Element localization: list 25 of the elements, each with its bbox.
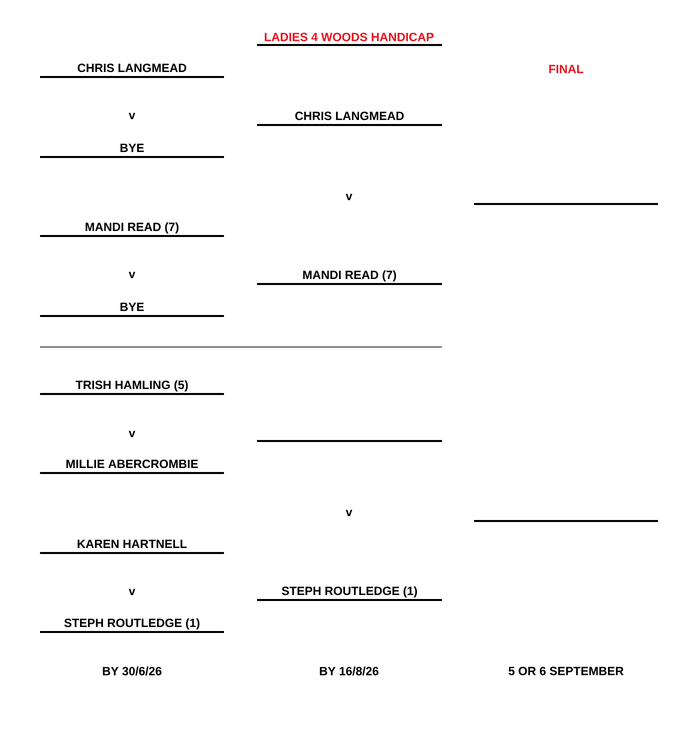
player-slot: STEPH ROUTLEDGE (1) (257, 586, 442, 601)
player-slot: KAREN HARTNELL (40, 540, 224, 554)
player-slot: CHRIS LANGMEAD (257, 112, 442, 126)
player-slot: BYE (40, 302, 224, 317)
bracket-line (474, 203, 658, 205)
player-slot: BYE (40, 144, 224, 158)
deadline-label: BY 16/8/26 (320, 666, 378, 676)
player-slot: MANDI READ (7) (257, 270, 442, 285)
versus-mark: v (128, 272, 136, 278)
versus-mark: v (346, 194, 352, 200)
deadline-label: 5 OR 6 SEPTEMBER (508, 666, 624, 676)
versus-mark: v (346, 510, 352, 516)
player-slot: TRISH HAMLING (5) (40, 380, 224, 395)
versus-mark: v (128, 112, 136, 120)
player-slot: MANDI READ (7) (40, 222, 224, 237)
player-slot: STEPH ROUTLEDGE (1) (40, 618, 224, 633)
title: LADIES 4 WOODS HANDICAP (264, 32, 434, 42)
player-slot: CHRIS LANGMEAD (40, 64, 224, 78)
column-heading: FINAL (549, 64, 584, 74)
deadline-label: BY 30/6/26 (102, 666, 162, 676)
player-slot: MILLIE ABERCROMBIE (40, 460, 224, 474)
versus-mark: v (128, 588, 136, 596)
bracket-line (257, 440, 442, 442)
versus-mark: v (128, 430, 136, 438)
bracket-line (474, 520, 658, 522)
